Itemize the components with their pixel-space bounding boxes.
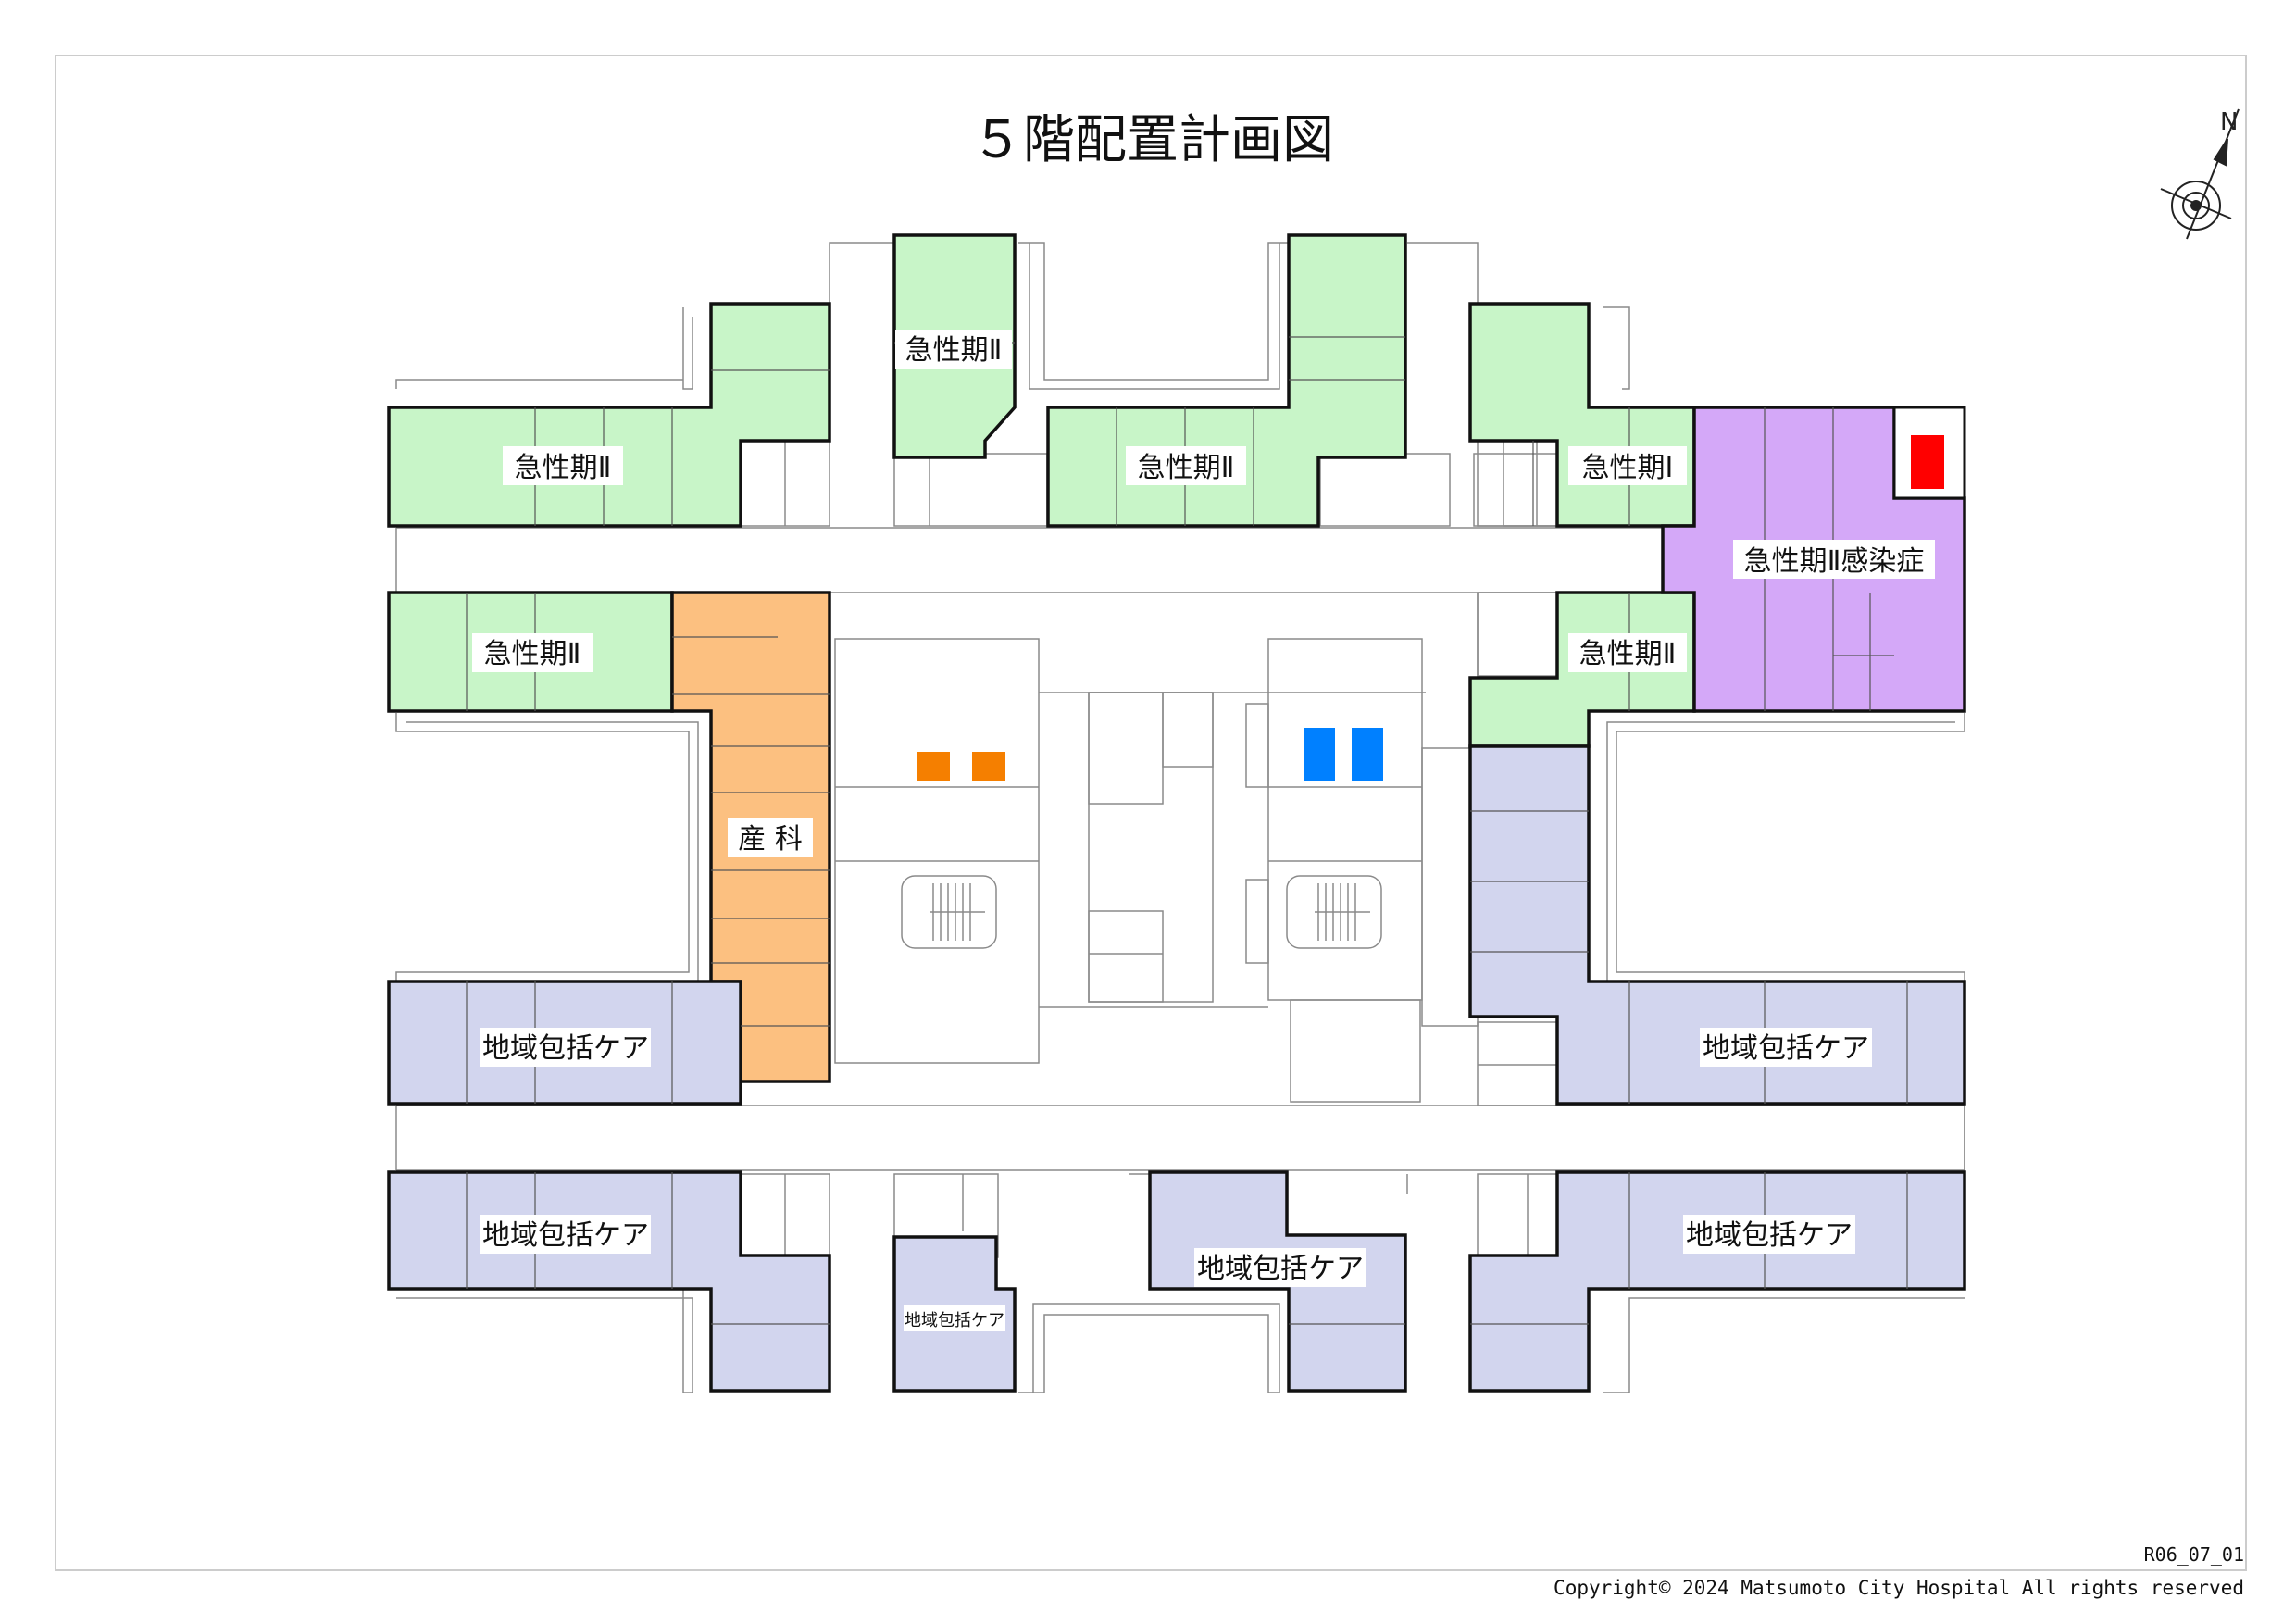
ward-label-acute-nw: 急性期Ⅱ [515,452,612,484]
stair-east-icon [1286,875,1382,949]
doc-code: R06_07_01 [2144,1543,2244,1566]
ward-label-community-e: 地域包括ケア [1703,1032,1869,1065]
ward-label-acute-w: 急性期Ⅱ [484,638,581,670]
ward-label-community-sw1: 地域包括ケア [482,1032,649,1065]
page-frame [55,55,2247,1571]
ward-label-community-sc: 地域包括ケア [1197,1253,1364,1285]
marker-red [1911,435,1944,489]
ward-label-obstetrics: 産 科 [738,823,803,856]
ward-label-infection: 急性期Ⅱ感染症 [1744,545,1925,578]
north-arrow-icon: N [2160,108,2240,240]
ward-label-acute-e: 急性期Ⅱ [1579,638,1677,670]
ward-label-acute-ne: 急性期Ⅱ [1138,452,1235,484]
ward-community-se [1468,1170,1966,1393]
marker-orange-1 [917,752,950,781]
marker-blue-1 [1304,728,1335,781]
north-label: N [2220,108,2238,136]
marker-blue-2 [1352,728,1383,781]
ward-community-sw2 [387,1170,831,1393]
ward-community-e [1468,744,1966,1106]
ward-acute-nw [387,302,831,528]
ward-label-community-se: 地域包括ケア [1686,1219,1853,1252]
ward-label-community-s: 地域包括ケア [905,1311,1004,1330]
marker-orange-2 [972,752,1005,781]
copyright-text: Copyright© 2024 Matsumoto City Hospital … [1554,1577,2244,1599]
ward-label-acute-1: 急性期Ⅰ [1582,452,1674,484]
stair-west-icon [901,875,997,949]
ward-label-acute-n: 急性期Ⅱ [905,334,1003,367]
page-title: ５階配置計画図 [971,110,1334,170]
ward-label-community-sw2: 地域包括ケア [482,1219,649,1252]
